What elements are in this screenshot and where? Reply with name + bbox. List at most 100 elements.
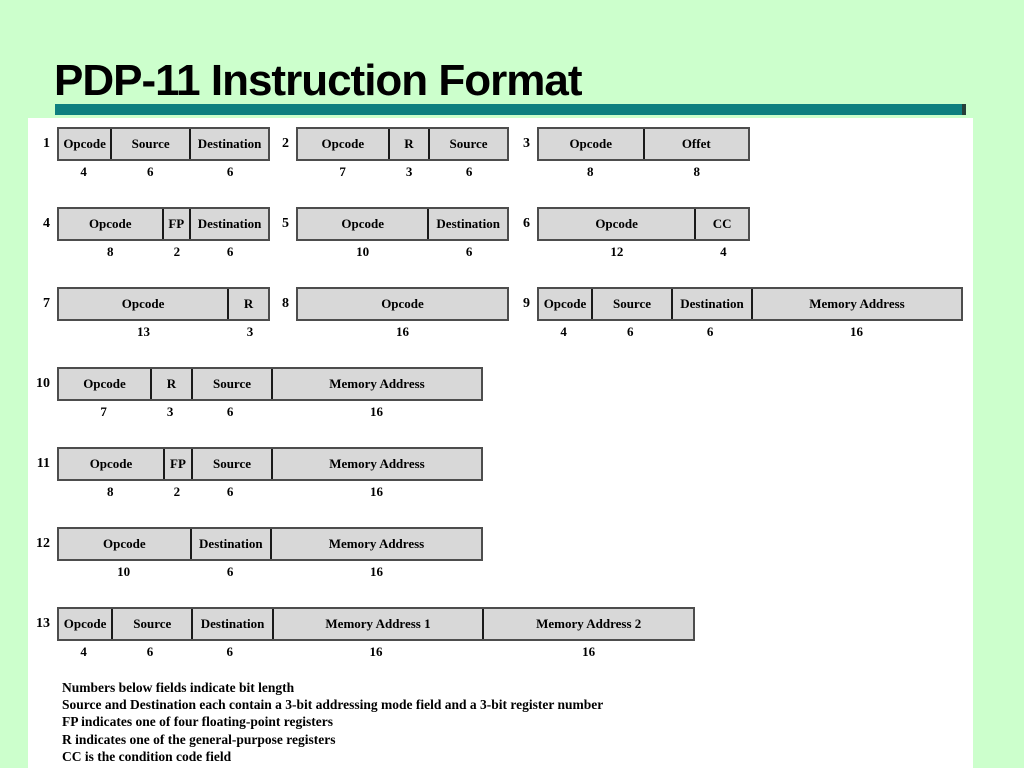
field-opcode: Opcode (569, 136, 613, 151)
field-source: Source (191, 369, 271, 399)
field-r: R (227, 289, 268, 319)
bit-length-label: 8 (587, 164, 594, 179)
bit-length-label: 16 (369, 644, 383, 659)
bit-length-label: 8 (107, 484, 114, 499)
field-opcode: Opcode (88, 216, 132, 231)
format-7-number-label: 7 (43, 296, 50, 311)
format-11-number-label: 11 (36, 456, 50, 471)
bit-length-label: 6 (465, 244, 473, 259)
field-cc: CC (694, 209, 748, 239)
bit-length-label: 7 (100, 404, 107, 419)
bit-length-label: 10 (356, 244, 370, 259)
field-destination: Destination (189, 129, 268, 159)
field-opcode: Opcode (83, 376, 126, 391)
bit-length-label: 7 (339, 164, 346, 179)
title-underline-bar (55, 104, 966, 115)
field-memory-address-1: Memory Address 1 (271, 609, 483, 639)
bit-length-label: 13 (137, 324, 151, 339)
format-7-bit-lengths: 13 3 (57, 324, 270, 340)
format-11-bit-lengths: 8 2 6 16 (57, 484, 483, 500)
bit-length-label: 16 (850, 324, 863, 339)
bit-length-label: 12 (610, 244, 624, 259)
bit-length-label: 4 (80, 164, 87, 179)
format-3-fields: Opcode Offet (537, 127, 750, 161)
field-opcode: Opcode (89, 456, 133, 471)
format-10-number-label: 10 (36, 376, 50, 391)
field-memory-address: Memory Address (271, 449, 481, 479)
field-fp: FP (163, 449, 191, 479)
field-destination: Destination (189, 209, 268, 239)
format-9-number-label: 9 (523, 296, 530, 311)
format-8-number-label: 8 (282, 296, 289, 311)
bit-length-label: 16 (370, 484, 383, 499)
format-8-bit-lengths: 16 (296, 324, 509, 340)
format-6-bit-lengths: 12 4 (537, 244, 750, 260)
field-fp: FP (161, 209, 190, 239)
bit-length-label: 16 (370, 564, 383, 579)
bit-length-label: 4 (80, 644, 87, 659)
bit-length-label: 6 (226, 644, 234, 659)
format-12-number-label: 12 (36, 536, 50, 551)
note-line: Numbers below fields indicate bit length (62, 680, 295, 695)
format-5-bit-lengths: 10 6 (296, 244, 509, 260)
bit-length-label: 8 (693, 164, 701, 179)
field-offet: Offet (642, 129, 749, 159)
format-2-bit-lengths: 7 3 6 (296, 164, 509, 180)
field-opcode: Opcode (543, 296, 587, 311)
format-5-number-label: 5 (282, 216, 289, 231)
bit-length-label: 16 (396, 324, 409, 339)
field-destination: Destination (671, 289, 751, 319)
bit-length-label: 4 (720, 244, 727, 259)
field-opcode: Opcode (321, 136, 365, 151)
bit-length-label: 16 (370, 404, 383, 419)
bit-length-label: 6 (226, 404, 234, 419)
bit-length-label: 2 (173, 244, 181, 259)
bit-length-label: 6 (465, 164, 473, 179)
format-6-number-label: 6 (523, 216, 530, 231)
field-opcode: Opcode (381, 296, 424, 311)
bit-length-label: 2 (173, 484, 181, 499)
field-opcode: Opcode (341, 216, 384, 231)
format-8-fields: Opcode (296, 287, 509, 321)
field-destination: Destination (191, 609, 271, 639)
field-destination: Destination (189, 529, 270, 559)
format-6-fields: Opcode CC (537, 207, 750, 241)
format-13-number-label: 13 (36, 616, 50, 631)
field-opcode: Opcode (595, 216, 638, 231)
bit-length-label: 6 (146, 644, 154, 659)
bit-length-label: 6 (226, 244, 234, 259)
bit-length-label: 6 (226, 164, 234, 179)
field-source: Source (111, 609, 191, 639)
bit-length-label: 6 (226, 484, 234, 499)
field-source: Source (110, 129, 189, 159)
field-r: R (150, 369, 191, 399)
bit-length-label: 3 (405, 164, 413, 179)
field-opcode: Opcode (103, 536, 146, 551)
field-memory-address: Memory Address (751, 289, 961, 319)
format-3-number-label: 3 (523, 136, 530, 151)
note-line: CC is the condition code field (62, 748, 232, 764)
format-4-number-label: 4 (43, 216, 50, 231)
field-opcode: Opcode (63, 136, 106, 151)
bit-length-label: 6 (626, 324, 634, 339)
bit-length-label: 3 (246, 324, 254, 339)
bit-length-label: 6 (706, 324, 714, 339)
field-r: R (387, 129, 428, 159)
bit-length-label: 10 (117, 564, 131, 579)
diagram-notes: Numbers below fields indicate bit length… (62, 679, 942, 765)
